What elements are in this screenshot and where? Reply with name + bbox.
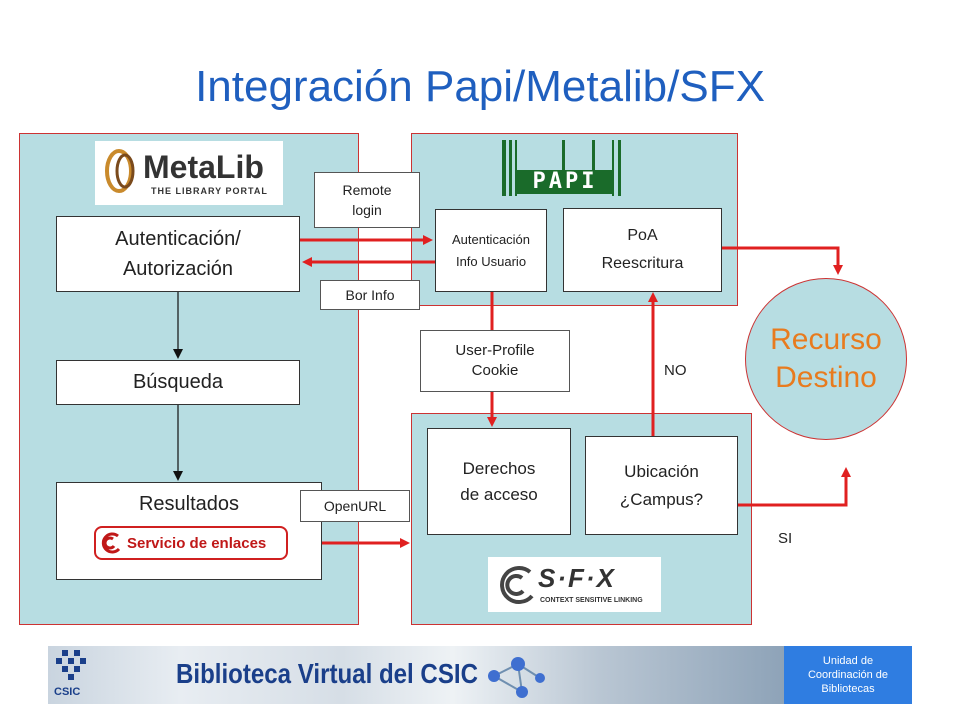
user-profile-cookie-label: User-Profile Cookie xyxy=(420,330,570,392)
user-profile-line2: Cookie xyxy=(471,362,519,379)
ubicacion-line2: ¿Campus? xyxy=(619,489,704,509)
poa-box: PoA Reescritura xyxy=(563,208,722,292)
sfx-logo-subtext: CONTEXT SENSITIVE LINKING xyxy=(540,597,643,604)
remote-login-label: Remote login xyxy=(314,172,420,228)
metalib-logo: MetaLib THE LIBRARY PORTAL xyxy=(95,141,283,205)
servicio-enlaces-text: Servicio de enlaces xyxy=(127,534,267,552)
page-title: Integración Papi/Metalib/SFX xyxy=(195,62,765,111)
derechos-box: Derechos de acceso xyxy=(427,428,571,535)
no-label: NO xyxy=(664,362,687,379)
servicio-enlaces-logo[interactable]: Servicio de enlaces xyxy=(94,526,288,560)
csic-text: CSIC xyxy=(54,686,81,698)
busqueda-box: Búsqueda xyxy=(56,360,300,405)
papi-auth-line1: Autenticación xyxy=(451,231,531,247)
papi-auth-box: Autenticación Info Usuario xyxy=(435,209,547,292)
bor-info-text: Bor Info xyxy=(345,287,395,303)
biblioteca-title: Biblioteca Virtual del CSIC xyxy=(176,658,478,689)
sfx-logo-swirl-icon xyxy=(500,566,534,604)
metalib-auth-box: Autenticación/ Autorización xyxy=(56,216,300,292)
molecule-icon xyxy=(488,657,545,698)
metalib-swirl-icon xyxy=(105,149,135,193)
poa-line2: Reescritura xyxy=(601,255,684,272)
ubicacion-line1: Ubicación xyxy=(624,461,699,481)
unidad-line2: Coordinación de xyxy=(807,669,889,681)
csic-logo-icon xyxy=(56,650,86,680)
recurso-line2: Destino xyxy=(775,361,877,394)
sfx-swirl-icon xyxy=(101,532,121,554)
ubicacion-box: Ubicación ¿Campus? xyxy=(585,436,738,535)
papi-auth-line2: Info Usuario xyxy=(455,253,527,269)
remote-line1: Remote xyxy=(342,182,392,198)
unidad-coordinacion-badge: Unidad de Coordinación de Bibliotecas xyxy=(784,646,912,704)
recurso-destino-node: Recurso Destino xyxy=(745,278,907,440)
metalib-logo-text: MetaLib xyxy=(143,149,264,185)
footer-photo-strip xyxy=(48,646,784,704)
user-profile-line1: User-Profile xyxy=(455,342,535,359)
busqueda-label: Búsqueda xyxy=(132,371,224,393)
derechos-line2: de acceso xyxy=(460,484,538,504)
si-label: SI xyxy=(778,530,793,547)
resultados-label: Resultados xyxy=(138,493,240,515)
papi-logo-text: PAPI xyxy=(532,169,598,194)
bor-info-label: Bor Info xyxy=(320,280,420,310)
openurl-label: OpenURL xyxy=(300,490,410,522)
metalib-logo-subtext: THE LIBRARY PORTAL xyxy=(151,186,268,196)
sfx-logo: S·F·X CONTEXT SENSITIVE LINKING xyxy=(488,557,661,612)
sfx-logo-text: S·F·X xyxy=(538,563,616,593)
footer-banner: CSIC Biblioteca Virtual del CSIC Unidad … xyxy=(48,646,912,704)
recurso-line1: Recurso xyxy=(770,323,882,356)
remote-line2: login xyxy=(352,202,382,218)
metalib-auth-line2: Autorización xyxy=(122,258,234,280)
openurl-text: OpenURL xyxy=(323,498,387,514)
derechos-line1: Derechos xyxy=(462,458,536,478)
poa-line1: PoA xyxy=(627,227,658,244)
unidad-line1: Unidad de xyxy=(822,655,874,667)
metalib-auth-line1: Autenticación/ xyxy=(115,228,241,250)
papi-logo: PAPI xyxy=(502,140,628,196)
papi-barcode-icon xyxy=(502,140,621,196)
unidad-line3: Bibliotecas xyxy=(821,683,875,695)
